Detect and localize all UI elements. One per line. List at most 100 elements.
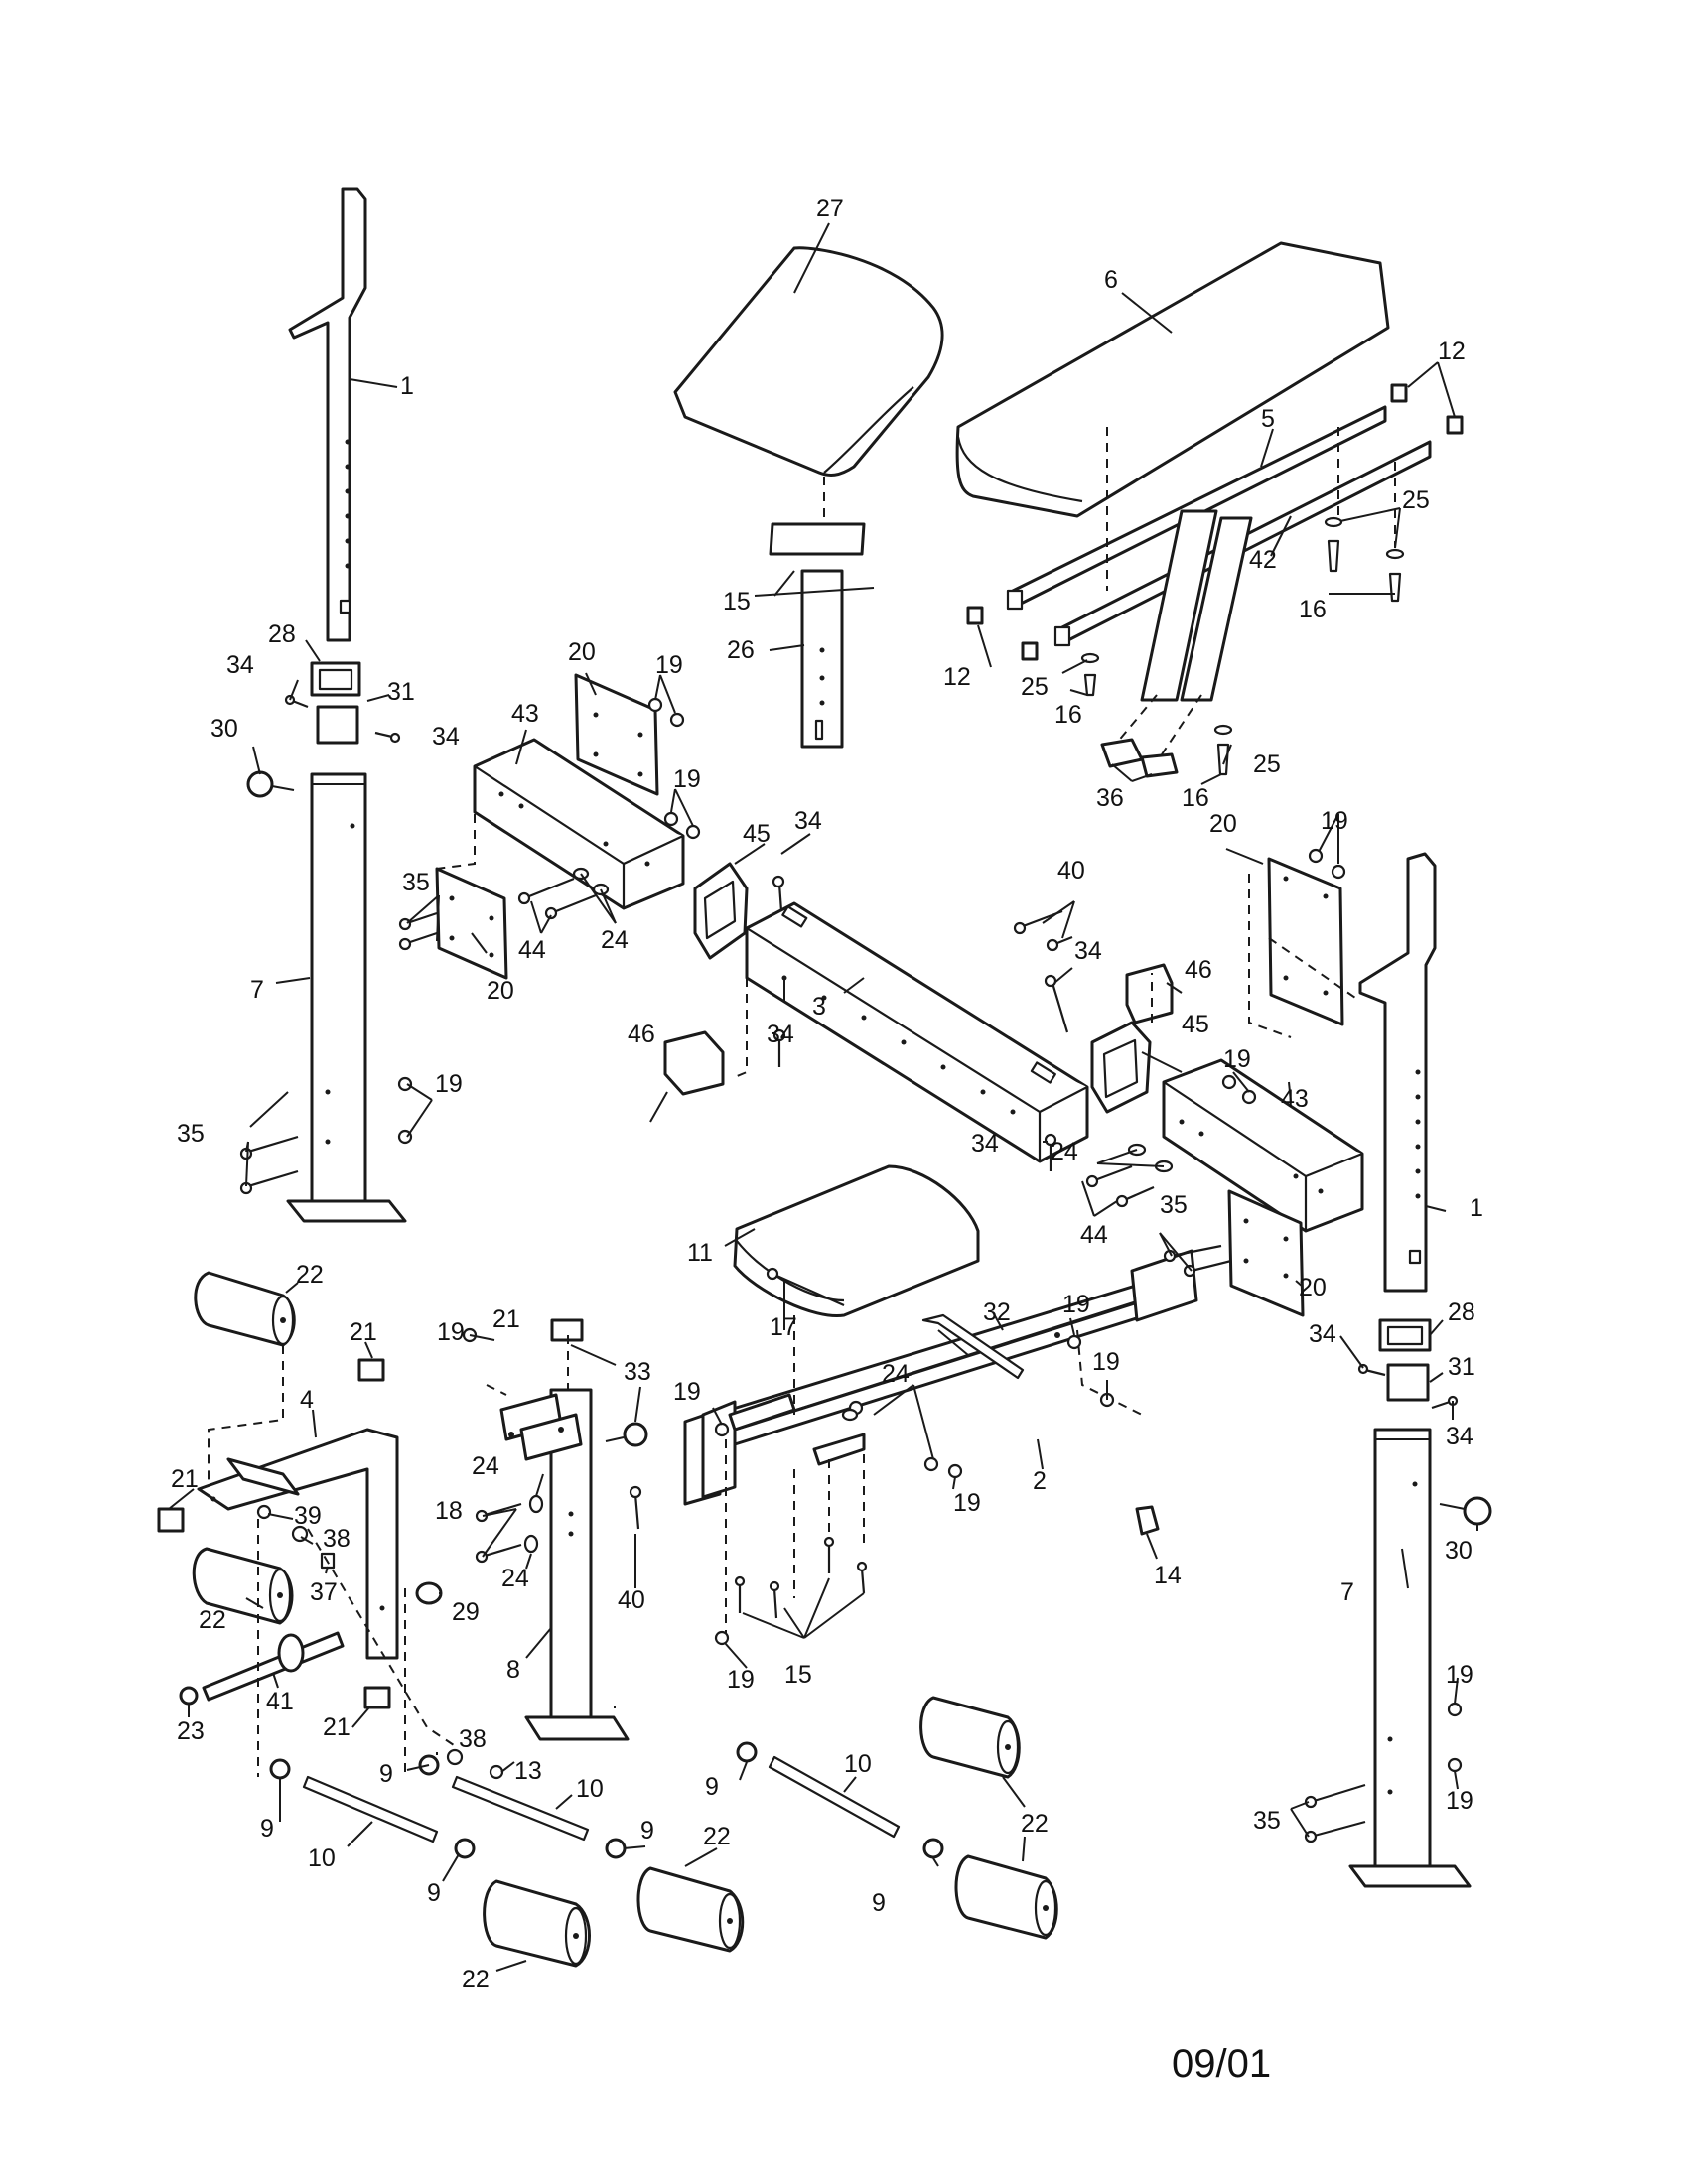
label-44-left: 44 [518,936,546,964]
label-35-left-a: 35 [402,869,430,896]
label-28-left: 28 [268,620,296,648]
label-24-front-a: 24 [472,1452,499,1480]
label-19-right-b: 19 [1223,1045,1251,1073]
part-28-right-cap [1378,1318,1432,1352]
part-26-back-post [769,522,866,749]
label-22-bb: 22 [462,1966,490,1993]
label-25-top: 25 [1402,486,1430,514]
label-45-left: 45 [743,820,771,848]
label-19-right-d: 19 [1446,1787,1474,1815]
label-9-c: 9 [640,1817,654,1844]
label-30-left: 30 [210,715,238,743]
label-38-b: 38 [459,1725,487,1753]
label-34-right-a: 34 [1309,1320,1336,1348]
part-38-13-small [446,1748,504,1780]
label-9-d: 9 [427,1879,441,1907]
label-26: 26 [727,636,755,664]
label-21-a: 21 [350,1318,377,1346]
part-45-insert-left [693,862,749,960]
label-17: 17 [770,1313,797,1341]
label-19-b: 19 [673,765,701,793]
label-34-center-d: 34 [971,1130,999,1158]
label-35-right-a: 35 [1160,1191,1188,1219]
label-19-seat-c: 19 [1092,1348,1120,1376]
part-7-right-post [1348,1428,1472,1888]
label-40-center: 40 [1057,857,1085,885]
part-29-spacer [415,1581,443,1605]
label-29: 29 [452,1598,480,1626]
label-24-seat: 24 [882,1360,910,1388]
part-1-right-upright-hook [1358,852,1437,1293]
label-1-left: 1 [400,372,414,400]
part-9-collars [269,1741,944,1859]
label-12-bottom: 12 [943,663,971,691]
label-13: 13 [514,1757,542,1785]
label-43-left: 43 [511,700,539,728]
label-19-seat-e: 19 [727,1666,755,1694]
part-14-knob [1135,1505,1160,1536]
label-23: 23 [177,1717,205,1745]
label-1-right: 1 [1470,1194,1483,1222]
part-28-left-cap [310,661,361,697]
part-7-left-post [286,772,407,1223]
label-35-right-b: 35 [1253,1807,1281,1835]
label-9-f: 9 [872,1889,886,1917]
label-18: 18 [435,1497,463,1525]
label-24-right: 24 [1051,1138,1078,1165]
label-37: 37 [310,1578,338,1606]
label-21-b: 21 [171,1465,199,1493]
leader-lines [168,222,1478,1972]
label-3: 3 [812,993,826,1021]
label-22-mid: 22 [199,1606,226,1634]
label-10-a: 10 [576,1775,604,1803]
label-16-mid: 16 [1054,701,1082,729]
label-9-a: 9 [379,1760,393,1788]
part-41-axle [202,1631,345,1702]
label-15-bottom: 15 [784,1661,812,1689]
part-20-plates-right [1227,857,1344,1317]
label-16-bottom: 16 [1182,784,1209,812]
part-2-seat-frame [683,1249,1198,1506]
label-19-left-post: 19 [435,1070,463,1098]
part-6-seat-pad [955,241,1390,518]
label-21-c: 21 [323,1713,351,1741]
footer-date: 09/01 [1172,2042,1271,2086]
part-27-back-pad [673,246,944,477]
label-7-left: 7 [250,976,264,1004]
label-34-center-c: 34 [1074,937,1102,965]
label-31-left: 31 [387,678,415,706]
part-22-roller-pad-top [194,1271,296,1347]
part-36-brackets [1100,738,1179,778]
part-24-washers-front [523,1494,544,1554]
label-19-right-c: 19 [1446,1661,1474,1689]
label-44-right: 44 [1080,1221,1108,1249]
label-10-c: 10 [844,1750,872,1778]
label-4: 4 [300,1386,314,1414]
part-45-insert-right [1090,1021,1152,1114]
label-9-e: 9 [705,1773,719,1801]
label-20-right: 20 [1299,1274,1327,1301]
label-19-right-a: 19 [1321,807,1348,835]
part-31-left-sleeve [316,705,359,745]
label-22-top: 22 [296,1261,324,1289]
label-32: 32 [983,1298,1011,1326]
part-10-rods [302,1755,901,1843]
label-19-seat-d: 19 [953,1489,981,1517]
label-36: 36 [1096,784,1124,812]
part-11-seat-pad [733,1164,980,1318]
part-33-knob [605,1422,648,1447]
label-12-top: 12 [1438,338,1466,365]
label-21-d: 21 [492,1305,520,1333]
part-46-cap-left [663,1030,725,1096]
seat-support-legs [1140,509,1253,702]
label-42: 42 [1249,546,1277,574]
label-14: 14 [1154,1562,1182,1589]
label-31-right: 31 [1448,1353,1475,1381]
label-15-top: 15 [723,588,751,615]
label-39: 39 [294,1502,322,1530]
part-5-seat-rail [1006,405,1387,611]
label-22-bl: 22 [703,1823,731,1850]
label-24-left: 24 [601,926,629,954]
label-43-right: 43 [1281,1085,1309,1113]
